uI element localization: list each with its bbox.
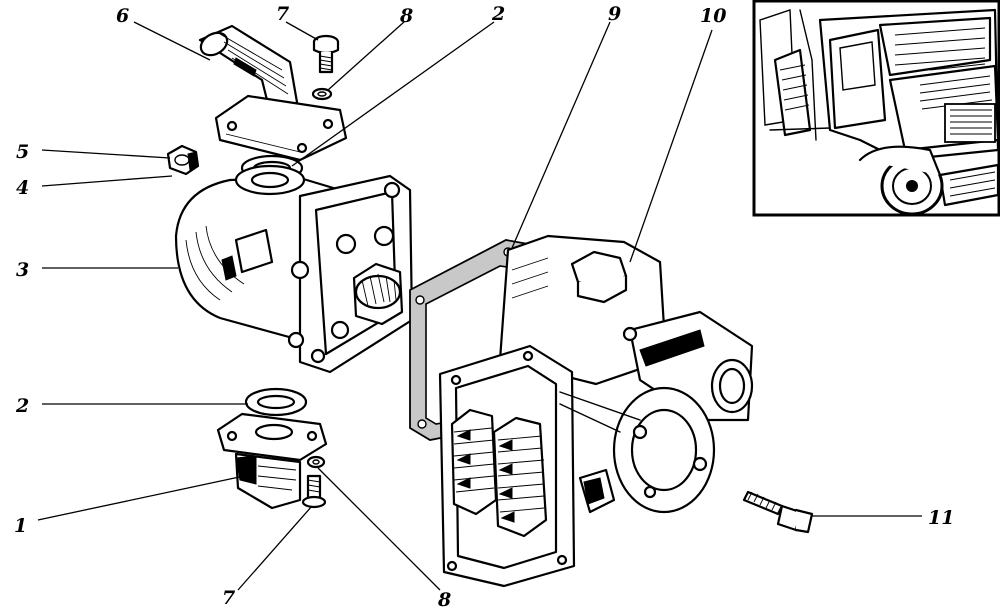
- pump-housing: [174, 164, 414, 374]
- callout-11: 11: [928, 507, 954, 529]
- nut: [166, 144, 200, 176]
- callout-5: 5: [16, 141, 29, 163]
- callout-10: 10: [700, 5, 726, 27]
- long-bolt: [742, 490, 814, 534]
- elbow-fitting: [198, 24, 348, 162]
- callout-8-bottom: 8: [437, 589, 451, 611]
- bolt-top: [312, 34, 340, 74]
- callout-2-top: 2: [491, 3, 505, 25]
- truck-inset: [752, 0, 1000, 217]
- callout-8-top: 8: [399, 5, 413, 27]
- callout-7-bottom: 7: [222, 587, 235, 609]
- leader-lines: [37, 21, 922, 591]
- callout-1: 1: [14, 515, 27, 537]
- callout-3: 3: [16, 259, 29, 281]
- washer-bottom: [306, 455, 326, 469]
- bolt-bottom: [301, 474, 327, 509]
- callout-2-bottom: 2: [15, 395, 29, 417]
- gasket-ring-bottom: [244, 387, 308, 417]
- callout-4: 4: [16, 177, 29, 199]
- callout-labels: 6 7 8 2 9 10 5 4 3 2 1 7 8 11: [14, 3, 954, 611]
- callout-9: 9: [608, 3, 621, 25]
- lower-fitting: [216, 412, 328, 510]
- callout-6: 6: [116, 5, 129, 27]
- washer-top: [311, 87, 333, 101]
- callout-7-top: 7: [276, 3, 289, 25]
- gearbox-housing: [438, 234, 754, 588]
